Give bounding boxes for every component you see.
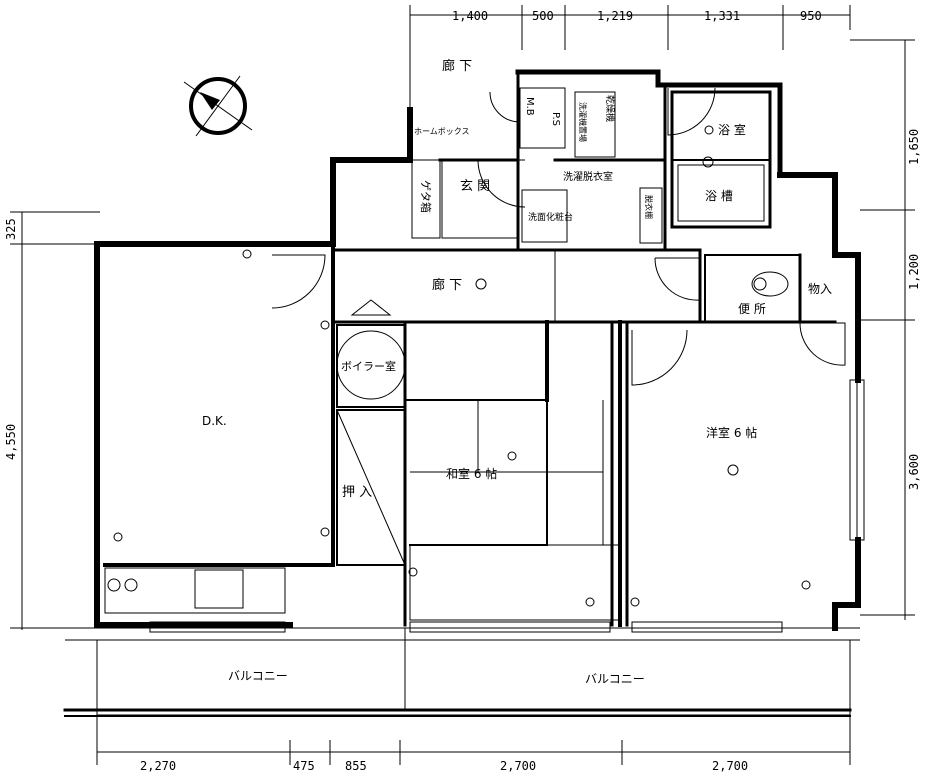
dim-top-2: 500 [532,9,554,23]
dim-top-3: 1,219 [597,9,633,23]
room-linen-label: 脱衣棚 [644,195,654,219]
room-entrance-label: 玄 関 [460,179,490,194]
room-ps-label: P.S [550,112,561,126]
dim-bottom-4: 2,700 [500,759,536,773]
toilet-fixture-icon [751,271,789,297]
dim-bottom-2: 475 [293,759,315,773]
stove-icon [107,578,138,592]
dim-top-5: 950 [800,9,822,23]
room-washitsu-label: 和室 6 帖 [446,466,497,481]
room-washbasin-label: 洗面化粧台 [528,211,573,223]
room-corridor-label: 廊 下 [442,58,472,74]
dim-right-2: 1,200 [907,254,921,290]
dim-bottom-1: 2,270 [140,759,176,773]
exterior-walls [94,69,861,631]
balcony [63,621,860,717]
room-home-box-label: ホームボックス [414,127,470,136]
room-bathtub-label: 浴 槽 [705,189,733,203]
dim-left-2: 4,550 [4,424,18,460]
north-arrow-icon [183,75,253,137]
room-boiler-label: ボイラー室 [341,359,396,373]
room-shoe-box-label: ゲタ箱 [419,180,433,213]
dim-right-1: 1,650 [907,129,921,165]
interior-walls [103,70,865,627]
dim-top-1: 1,400 [452,9,488,23]
dim-left-1: 325 [4,218,18,240]
room-mb-label: M.B [524,97,535,116]
room-oshiire-label: 押 入 [342,485,372,500]
dim-top-4: 1,331 [704,9,740,23]
room-toilet-label: 便 所 [738,302,766,316]
room-dk-label: D.K. [202,414,227,428]
door-swings [271,87,846,386]
room-washer-label: 洗濯機置場 [578,102,588,142]
balcony-left-label: バルコニー [228,669,288,683]
boiler-icon [336,330,406,400]
dim-bottom-5: 2,700 [712,759,748,773]
room-dryer-label: 乾燥機 [604,95,616,122]
room-closet-label: 物入 [808,282,832,296]
room-youshitsu-label: 洋室 6 帖 [706,425,757,440]
room-bathroom-label: 浴 室 [718,122,746,137]
outlet-icons [113,125,811,607]
room-hall-label: 廊 下 [432,277,462,293]
boiler-vent-icon [350,299,392,316]
dim-bottom-3: 855 [345,759,367,773]
dim-right-3: 3,600 [907,454,921,490]
room-laundry-label: 洗濯脱衣室 [563,170,613,183]
balcony-right-label: バルコニー [585,672,645,686]
